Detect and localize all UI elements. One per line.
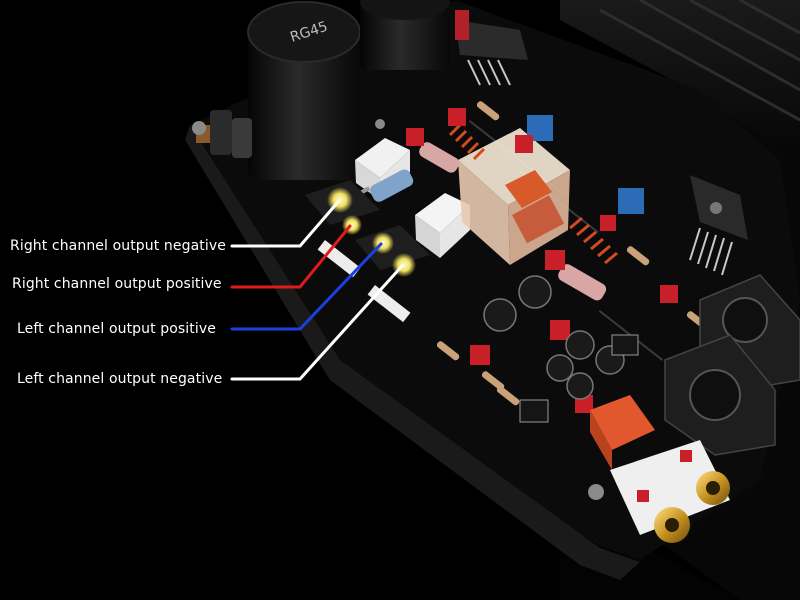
left-positive-label: Left channel output positive (17, 321, 216, 337)
leader-lines (230, 200, 404, 381)
small-resistors (436, 101, 710, 406)
inductor-coil-2 (569, 216, 618, 265)
filter-capacitor-1: RG45 (247, 1, 361, 180)
power-ic-right (689, 175, 748, 276)
right-negative-leader-line (230, 200, 340, 248)
right-positive-label: Right channel output positive (12, 276, 222, 292)
red-film-capacitors (406, 108, 718, 413)
pink-resistors (419, 142, 607, 301)
power-transistor-top (455, 10, 528, 86)
filter-capacitor-2 (360, 0, 450, 70)
rca-jacks (610, 440, 730, 543)
op-amp-chips (519, 334, 639, 423)
orange-film-capacitor (590, 395, 655, 470)
right-positive-leader-line (230, 224, 352, 289)
xlr-connectors (664, 274, 800, 456)
small-capacitors-left (196, 110, 252, 158)
relay (458, 128, 570, 265)
right-negative-label: Right channel output negative (10, 238, 226, 254)
left-positive-leader-line (230, 242, 383, 331)
left-negative-leader-line (230, 264, 404, 381)
mounting-screws (192, 119, 604, 500)
inductor-coil-1 (448, 123, 486, 161)
left-negative-label: Left channel output negative (17, 371, 223, 387)
